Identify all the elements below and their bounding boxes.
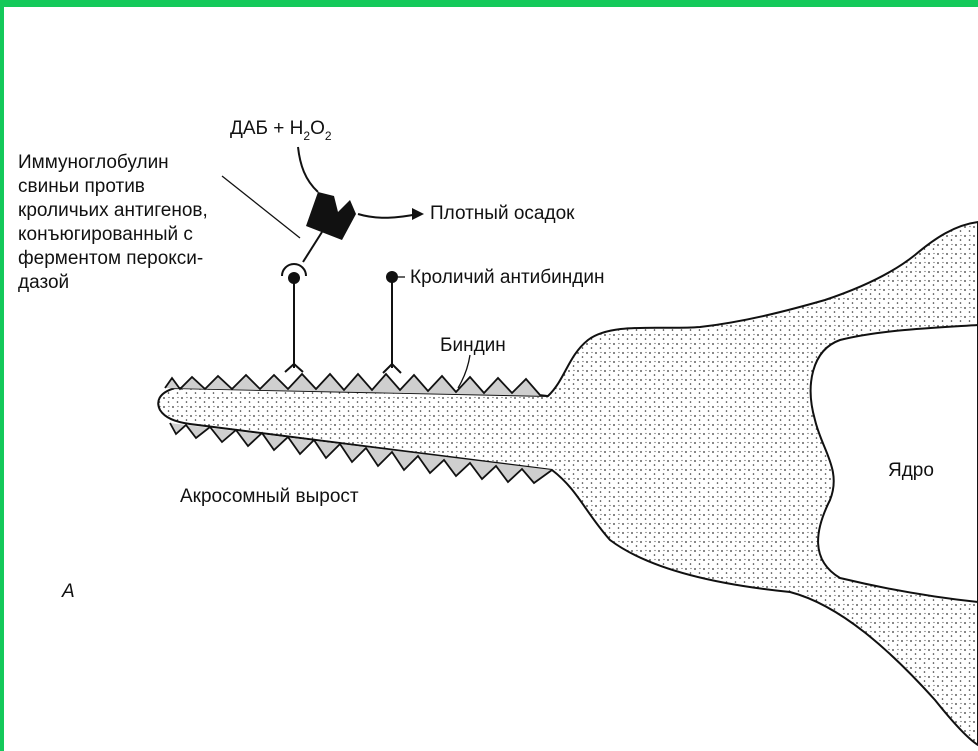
precipitate-arrowhead [412, 208, 424, 220]
antibindin-dot [386, 271, 398, 283]
precipitate-label: Плотный осадок [430, 203, 575, 224]
immunoglobulin-label-line-1: Иммуноглобулин [18, 152, 169, 173]
antibindin-label: Кроличий антибиндин [410, 267, 604, 288]
acrosome-label: Акросомный вырост [180, 486, 359, 507]
immunoglobulin-label-line-3: кроличьих антигенов, [18, 200, 208, 221]
reagent-label: ДАБ + H2O2 [230, 118, 332, 143]
peroxidase-enzyme [306, 192, 356, 240]
panel-label: А [61, 581, 75, 602]
immunoglobulin-label-line-5: ферментом перокси- [18, 248, 203, 269]
reagent-arrow [298, 147, 318, 192]
immunoglobulin-label-line-6: дазой [18, 272, 69, 293]
enzyme-link [303, 232, 322, 262]
immunoglobulin-label-line-2: свиньи против [18, 176, 145, 197]
immunoglobulin-label-line-4: конъюгированный с [18, 224, 193, 245]
nucleus-label: Ядро [888, 460, 934, 481]
immunoglobulin-leader [222, 176, 300, 238]
antibindin-base [383, 364, 401, 373]
bindin-label: Биндин [440, 335, 506, 356]
immunoglobulin-dot [288, 272, 300, 284]
precipitate-arrow [358, 214, 418, 218]
